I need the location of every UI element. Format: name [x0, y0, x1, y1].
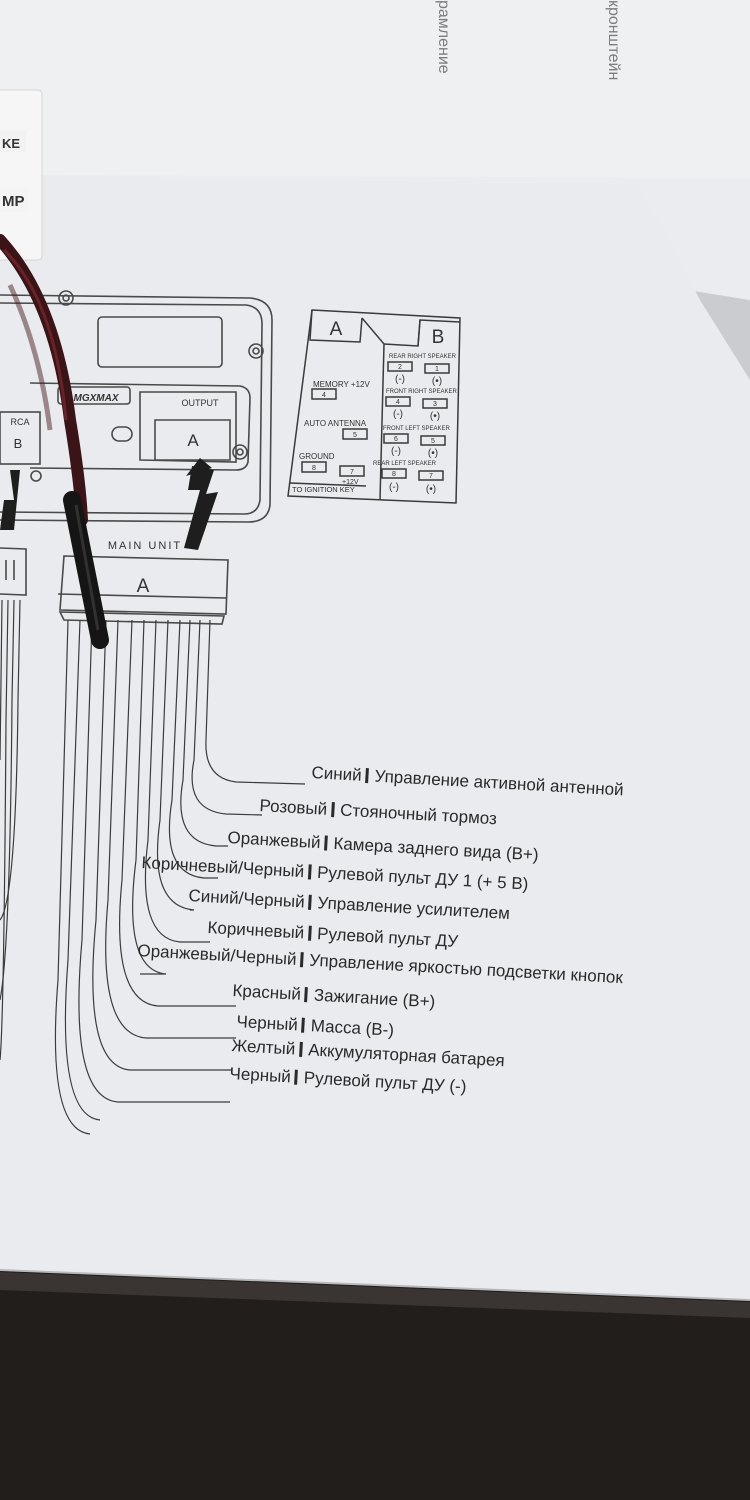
- svg-text:7: 7: [429, 473, 433, 480]
- header-right-text: кронштейн: [605, 0, 622, 81]
- wire-color: Коричневый: [207, 918, 305, 943]
- svg-text:(-): (-): [395, 374, 405, 385]
- svg-text:5: 5: [431, 438, 435, 445]
- sticker-bottom-text: MP: [2, 193, 25, 210]
- brand-label: MGXMAX: [74, 393, 120, 404]
- sticker: KE MP: [0, 89, 43, 261]
- pin-antenna-label: AUTO ANTENNA: [304, 419, 367, 428]
- cable: [0, 234, 109, 649]
- svg-text:3: 3: [433, 401, 437, 408]
- table-surface: [0, 1275, 750, 1500]
- svg-text:(•): (•): [430, 411, 440, 422]
- pinout-table: [287, 309, 461, 504]
- b-group-front-left: FRONT LEFT SPEAKER 6 5 (-) (•): [383, 426, 450, 459]
- pin-ign-number: 7: [350, 469, 354, 476]
- header-left-text: рамление: [435, 0, 452, 74]
- wire-color: Желтый: [231, 1036, 296, 1059]
- wire-color: Красный: [232, 981, 302, 1004]
- wire-color: Черный: [236, 1012, 299, 1035]
- svg-text:4: 4: [396, 399, 400, 406]
- svg-text:(-): (-): [391, 446, 401, 457]
- sticker-top-text: KE: [2, 136, 20, 151]
- b-group-rear-left: REAR LEFT SPEAKER 8 7 (-) (•): [373, 461, 437, 495]
- wire-color: Черный: [229, 1064, 292, 1087]
- wire-color: Синий: [311, 763, 363, 785]
- wire-bundle: [0, 599, 306, 1135]
- svg-text:(-): (-): [393, 409, 403, 420]
- main-unit-caption: MAIN UNIT: [108, 540, 182, 552]
- pin-ign-label: TO IGNITION KEY: [292, 485, 355, 494]
- pin-ground-label: GROUND: [299, 452, 335, 461]
- pin-ign-voltage: +12V: [342, 479, 359, 486]
- wire-color: Оранжевый: [227, 828, 322, 853]
- pin-memory-label: MEMORY +12V: [313, 380, 371, 389]
- svg-text:(-): (-): [389, 482, 399, 493]
- pinout-a-header: A: [330, 319, 343, 340]
- svg-text:2: 2: [398, 364, 402, 371]
- svg-text:1: 1: [435, 366, 439, 373]
- connector-b-label: B: [14, 436, 23, 451]
- svg-text:REAR LEFT SPEAKER: REAR LEFT SPEAKER: [373, 461, 437, 467]
- wire-color: Розовый: [259, 796, 328, 819]
- device-rear-panel: [0, 290, 273, 523]
- connector-a-label: A: [187, 431, 199, 450]
- svg-text:(•): (•): [426, 484, 436, 495]
- wire-description: Масса (В-): [310, 1016, 395, 1040]
- arrow-up-icon: [184, 458, 218, 550]
- svg-text:REAR RIGHT SPEAKER: REAR RIGHT SPEAKER: [389, 354, 457, 360]
- b-group-front-right: FRONT RIGHT SPEAKER 4 3 (-) (•): [386, 389, 457, 422]
- output-label: OUTPUT: [182, 398, 220, 408]
- svg-text:FRONT RIGHT SPEAKER: FRONT RIGHT SPEAKER: [386, 389, 457, 395]
- svg-text:8: 8: [392, 471, 396, 478]
- pin-antenna-number: 5: [353, 432, 357, 439]
- pinout-b-header: B: [432, 327, 445, 348]
- svg-text:6: 6: [394, 436, 398, 443]
- svg-text:(•): (•): [428, 448, 438, 459]
- svg-text:(•): (•): [432, 376, 442, 387]
- b-group-rear-right: REAR RIGHT SPEAKER 2 1 (-) (•): [389, 354, 457, 387]
- main-unit-connector-label: A: [137, 576, 150, 597]
- pin-ground-number: 8: [312, 465, 316, 472]
- pin-memory-number: 4: [322, 392, 326, 399]
- arrow-up-icon: [0, 470, 20, 530]
- rca-label: RCA: [10, 417, 29, 427]
- svg-text:FRONT LEFT SPEAKER: FRONT LEFT SPEAKER: [383, 426, 450, 432]
